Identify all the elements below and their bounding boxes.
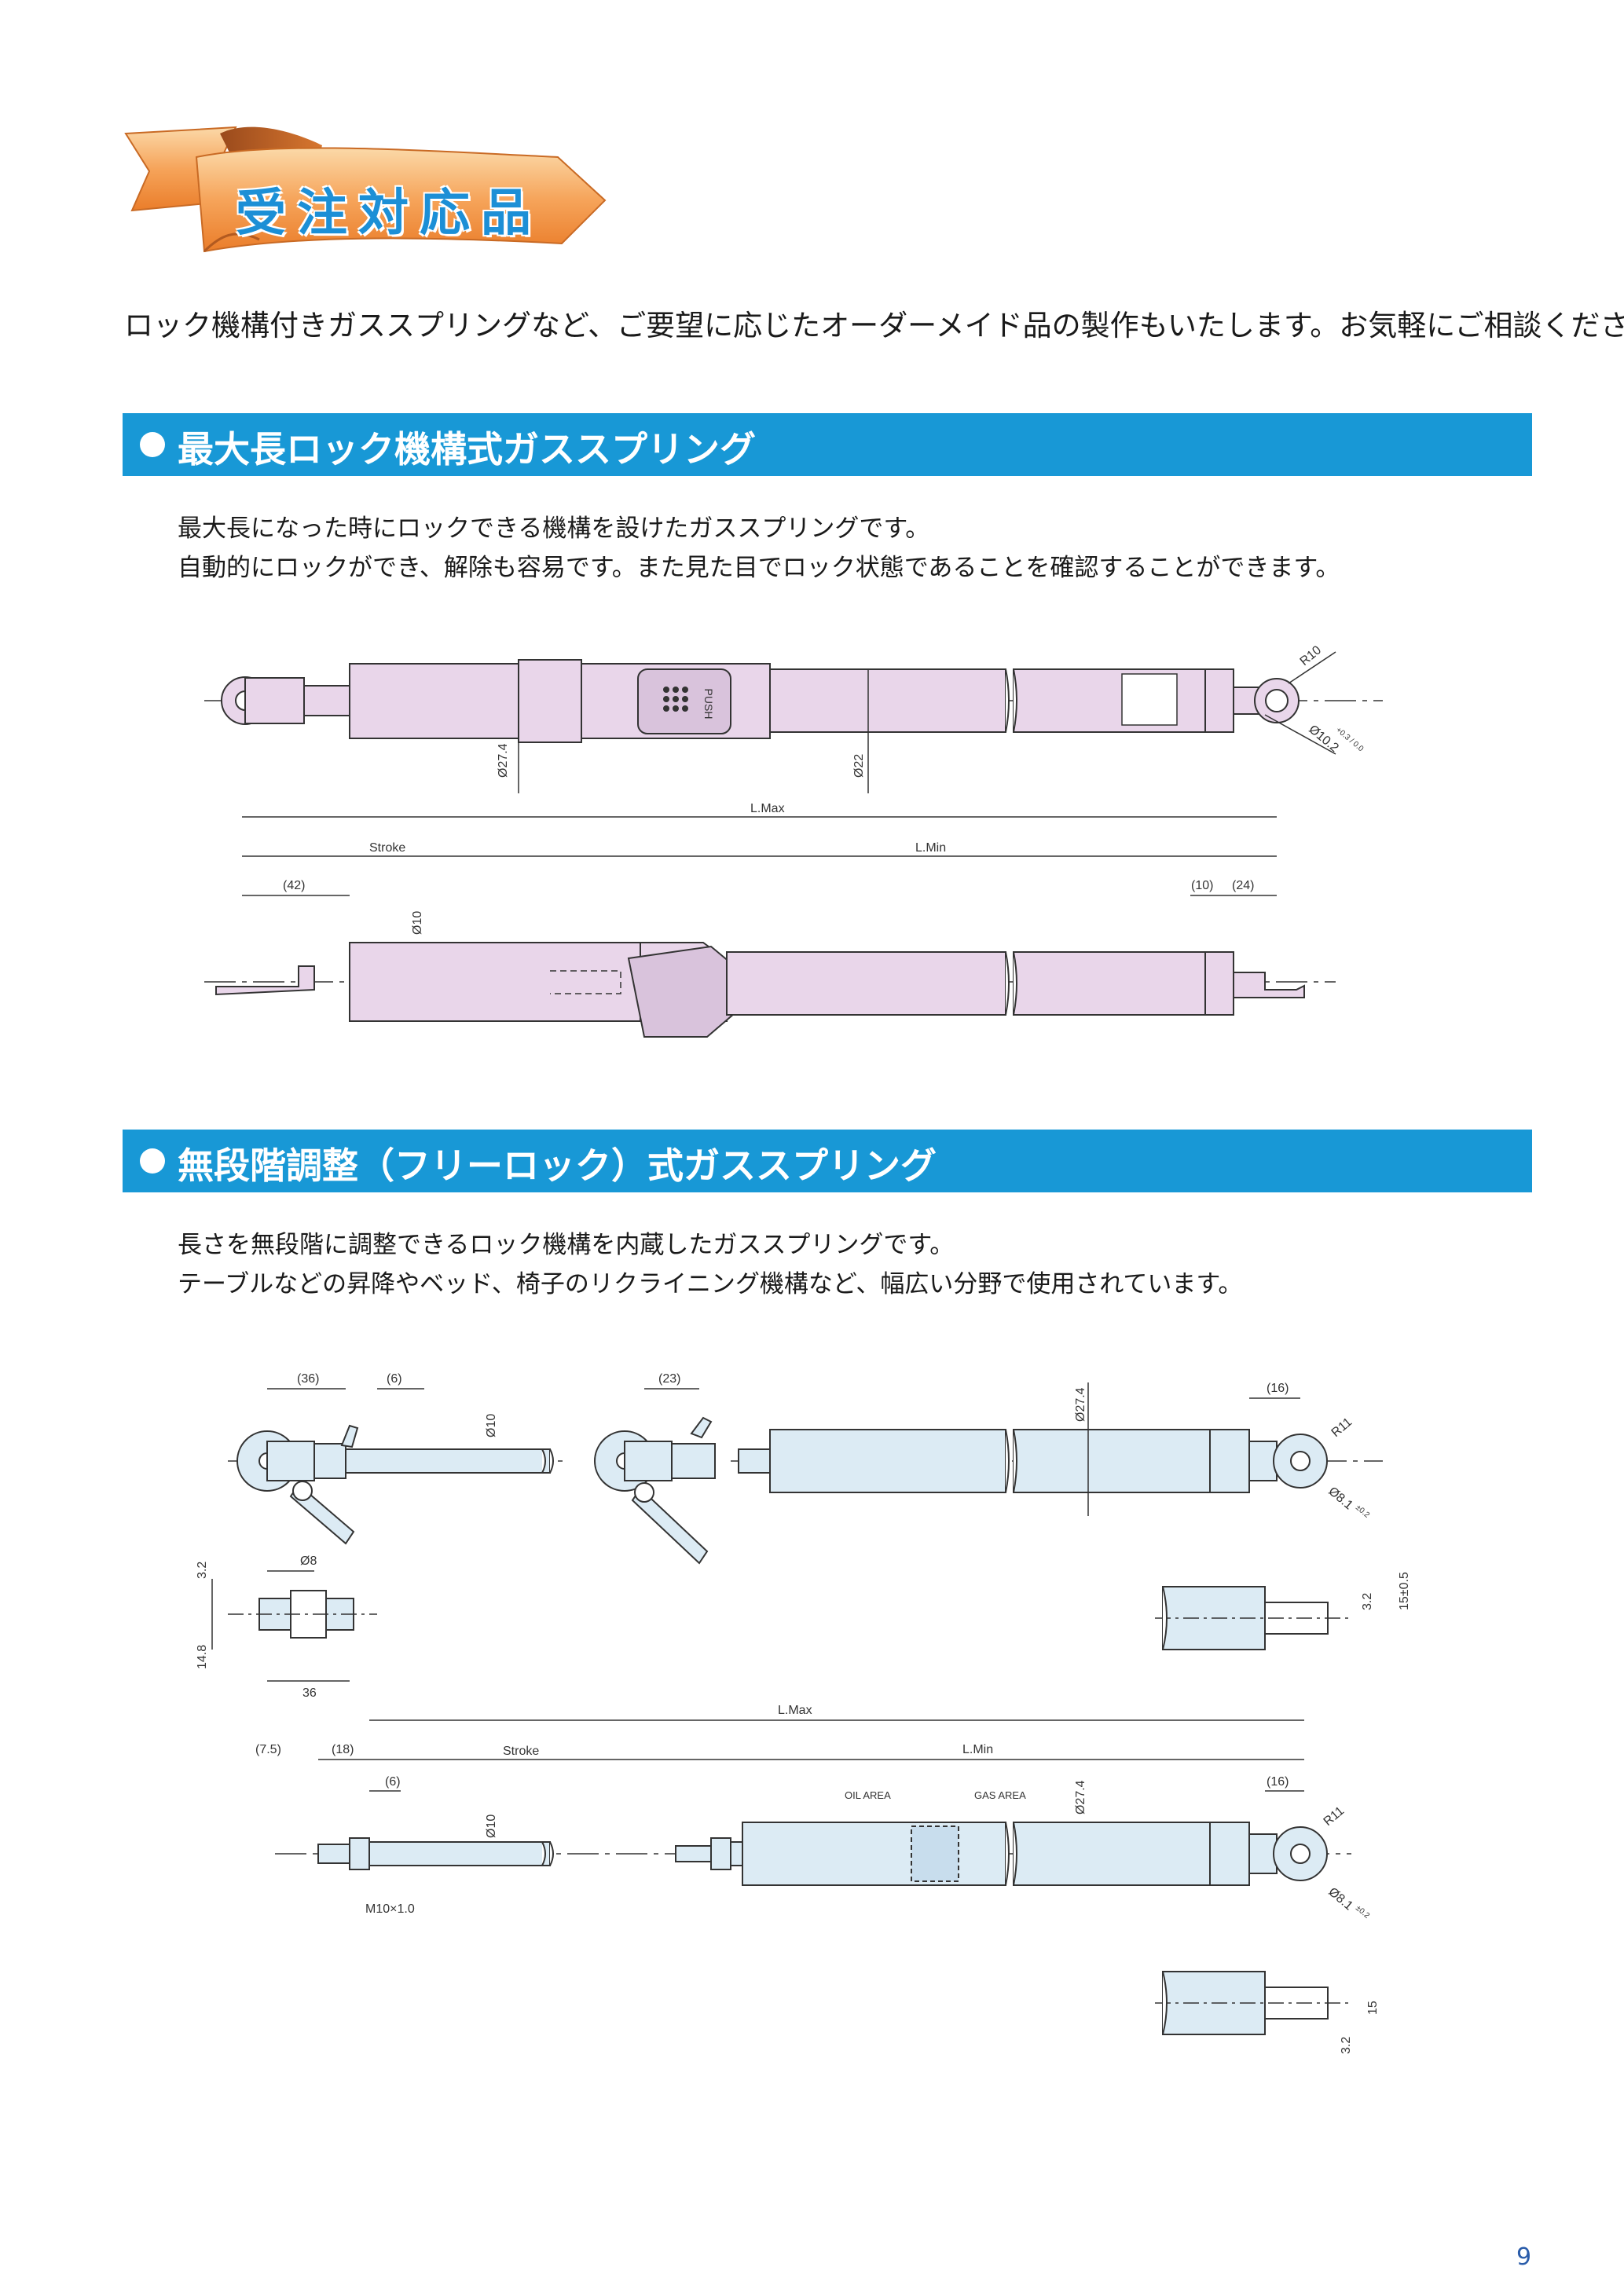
- push-label: PUSH: [702, 689, 715, 720]
- dim-3-2: 3.2: [196, 1562, 209, 1579]
- dim-42: (42): [283, 879, 305, 892]
- dim-dia-27-lower: Ø27.4: [1074, 1780, 1087, 1814]
- dim-16-lower: (16): [1267, 1775, 1289, 1789]
- dim-16: (16): [1267, 1382, 1289, 1395]
- dim-r11-lower: R11: [1322, 1804, 1347, 1829]
- dim-dia-8: Ø8: [300, 1554, 317, 1568]
- dim-18: (18): [332, 1743, 354, 1756]
- dim-hole: Ø10.2: [1306, 723, 1340, 755]
- dim-dia-10-lower: Ø10: [485, 1814, 498, 1838]
- dim-hole-tol-lower: ±0.2: [1354, 1904, 1371, 1921]
- dim-14-8: 14.8: [196, 1645, 209, 1669]
- bullet-icon: [140, 1148, 165, 1174]
- dim-10: (10): [1191, 879, 1213, 892]
- dim-3-2-bottom: 3.2: [1340, 2037, 1353, 2054]
- dim-6: (6): [387, 1372, 402, 1386]
- thread-label: M10×1.0: [365, 1902, 415, 1916]
- drawing-free-lock-gas-spring: (36) (6) (23) Ø10 Ø27.4 (16) R11 Ø8.1 ±0…: [196, 1372, 1411, 2054]
- header-ribbon: [124, 126, 607, 253]
- dim-15: 15: [1366, 2001, 1380, 2015]
- dim-stroke: Stroke: [369, 841, 405, 855]
- section-title: 無段階調整（フリーロック）式ガススプリング: [178, 1144, 937, 1187]
- section-title: 最大長ロック機構式ガススプリング: [178, 428, 756, 471]
- section-header-free-lock: 無段階調整（フリーロック）式ガススプリング: [123, 1130, 1532, 1192]
- dim-dia-10: Ø10: [485, 1414, 498, 1437]
- section1-desc-line2: 自動的にロックができ、解除も容易です。また見た目でロック状態であることを確認する…: [178, 554, 1340, 582]
- dim-hole-lower: Ø8.1: [1325, 1885, 1355, 1913]
- oil-area-label: OIL AREA: [845, 1789, 891, 1801]
- header-ribbon-label: 受注対応品: [236, 185, 542, 243]
- page-number: 9: [1516, 2243, 1532, 2271]
- drawing-max-length-lock-gas-spring: PUSH Ø27.4 Ø22 R10 Ø10.2 +0.3 / 0.0 L.Ma…: [204, 643, 1383, 1038]
- intro-text: ロック機構付きガススプリングなど、ご要望に応じたオーダーメイド品の製作もいたしま…: [124, 309, 1624, 342]
- dim-7-5: (7.5): [255, 1743, 281, 1756]
- dim-hole: Ø8.1: [1325, 1485, 1355, 1512]
- dim-dia-tube: Ø22: [852, 754, 866, 778]
- dim-r11: R11: [1329, 1415, 1355, 1440]
- dim-hole-tol: ±0.2: [1354, 1503, 1371, 1520]
- dim-15-tol: 15±0.5: [1398, 1572, 1411, 1610]
- section2-desc-line1: 長さを無段階に調整できるロック機構を内蔵したガススプリングです。: [178, 1231, 955, 1259]
- dim-36-width: 36: [302, 1686, 317, 1700]
- dim-lmax: L.Max: [750, 802, 785, 815]
- section1-desc-line1: 最大長になった時にロックできる機構を設けたガススプリングです。: [178, 514, 930, 543]
- gas-area-label: GAS AREA: [974, 1789, 1026, 1801]
- dim-lmin: L.Min: [915, 841, 946, 855]
- dim-24: (24): [1232, 879, 1254, 892]
- dim-lmax: L.Max: [778, 1704, 812, 1717]
- bullet-icon: [140, 432, 165, 457]
- dim-hole-tol: +0.3 / 0.0: [1334, 726, 1366, 754]
- dim-stroke: Stroke: [503, 1745, 539, 1758]
- dim-lmin: L.Min: [962, 1743, 993, 1756]
- section2-desc-line2: テーブルなどの昇降やベッド、椅子のリクライニング機構など、幅広い分野で使用されて…: [178, 1270, 1243, 1298]
- dim-6-lower: (6): [385, 1775, 401, 1789]
- section-header-max-length-lock: 最大長ロック機構式ガススプリング: [123, 413, 1532, 476]
- dim-dia-10: Ø10: [411, 911, 424, 935]
- dim-dia-27: Ø27.4: [1074, 1387, 1087, 1422]
- dim-dia-body: Ø27.4: [497, 743, 510, 778]
- dim-radius: R10: [1298, 643, 1324, 668]
- dim-23: (23): [658, 1372, 680, 1386]
- dim-3-2-right: 3.2: [1361, 1593, 1374, 1610]
- dim-36: (36): [297, 1372, 319, 1386]
